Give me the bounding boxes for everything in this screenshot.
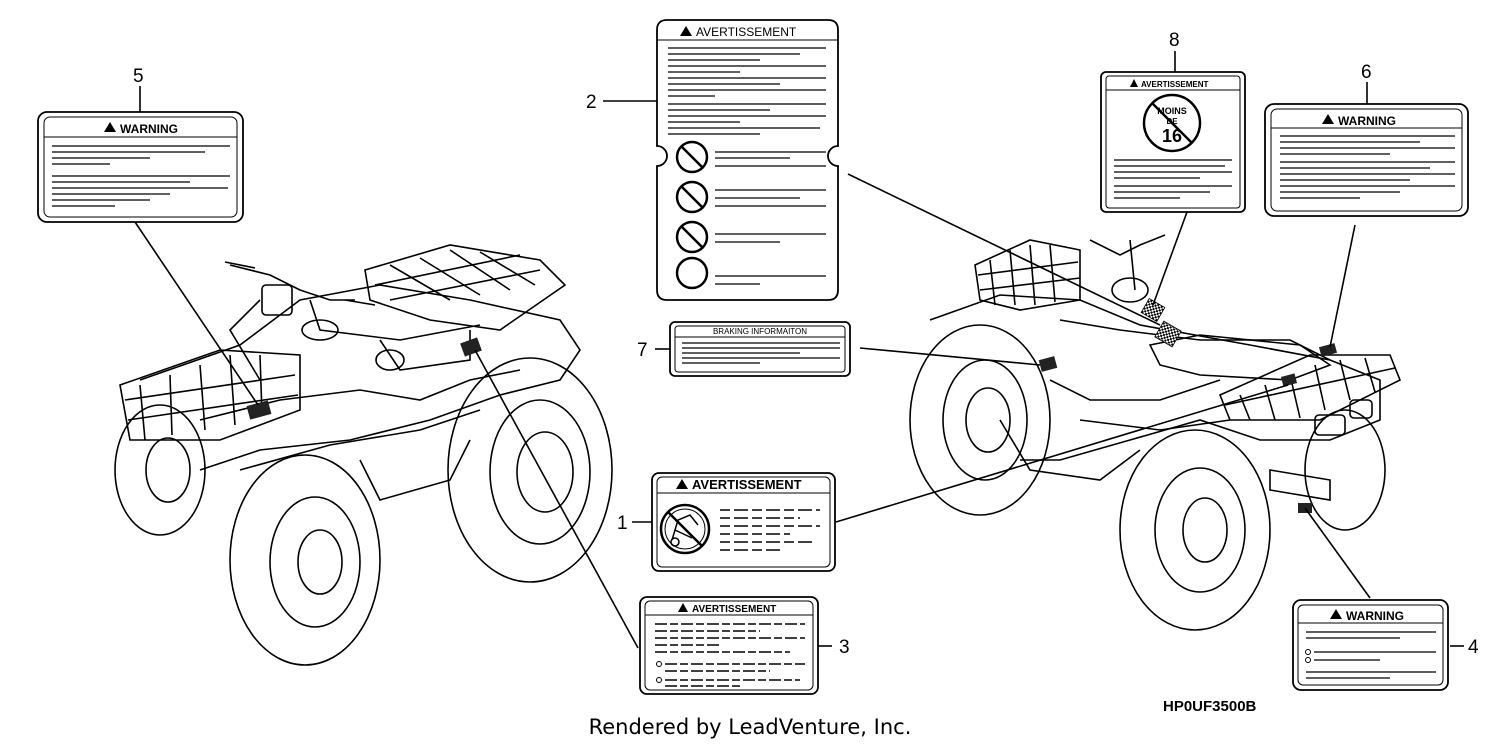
label-8-title: AVERTISSEMENT xyxy=(1141,80,1209,89)
decal-7-location xyxy=(1038,356,1058,372)
label-7-title: BRAKING INFORMAITON xyxy=(713,327,807,336)
svg-text:MOINS: MOINS xyxy=(1157,106,1187,116)
label-2-avertissement-decal[interactable]: AVERTISSEMENT xyxy=(656,19,839,301)
label-8-age-warning-decal[interactable]: AVERTISSEMENT MOINS DE 16 xyxy=(1100,71,1246,213)
warning-triangle-icon xyxy=(680,26,692,36)
warning-triangle-icon xyxy=(1130,79,1138,87)
decal-5-location xyxy=(246,400,272,420)
label-2-title: AVERTISSEMENT xyxy=(696,25,797,39)
label-1-number: 1 xyxy=(617,513,628,534)
label-6-title: WARNING xyxy=(1338,114,1396,128)
bullet-icon xyxy=(656,677,662,683)
label-8-number: 8 xyxy=(1169,30,1180,51)
warning-triangle-icon xyxy=(1322,114,1334,124)
decal-rear-location xyxy=(1280,373,1298,387)
label-2-number: 2 xyxy=(586,92,597,113)
label-3-number: 3 xyxy=(839,637,850,658)
label-1-title: AVERTISSEMENT xyxy=(692,477,802,492)
label-7-number: 7 xyxy=(637,340,648,361)
warning-triangle-icon xyxy=(678,603,688,612)
age-restriction-icon: MOINS DE 16 xyxy=(1142,93,1202,153)
label-3-avertissement-decal[interactable]: AVERTISSEMENT xyxy=(639,596,819,695)
circle-icon xyxy=(675,256,709,290)
decal-2-location xyxy=(1154,320,1182,348)
warning-triangle-icon xyxy=(1330,609,1342,619)
atv-rear-view xyxy=(909,234,1402,631)
prohibition-icon xyxy=(675,140,709,174)
warning-triangle-icon xyxy=(104,122,116,132)
label-5-number: 5 xyxy=(133,66,144,87)
label-5-title: WARNING xyxy=(120,122,178,136)
prohibition-icon xyxy=(675,220,709,254)
no-passenger-icon xyxy=(659,503,711,555)
label-3-title: AVERTISSEMENT xyxy=(692,604,776,615)
svg-text:DE: DE xyxy=(1166,117,1178,126)
label-4-warning-decal[interactable]: WARNING xyxy=(1292,599,1449,691)
decal-8-location xyxy=(1140,298,1166,322)
label-4-title: WARNING xyxy=(1346,609,1404,623)
bullet-icon xyxy=(1305,657,1311,663)
svg-text:16: 16 xyxy=(1162,126,1182,146)
label-4-number: 4 xyxy=(1468,637,1479,658)
footer-credit: Rendered by LeadVenture, Inc. xyxy=(588,715,912,739)
atv-front-view xyxy=(114,244,613,666)
label-5-warning-decal[interactable]: WARNING xyxy=(37,111,244,223)
bullet-icon xyxy=(1305,649,1311,655)
label-7-braking-information-decal[interactable]: BRAKING INFORMAITON xyxy=(669,321,851,377)
label-6-number: 6 xyxy=(1361,62,1372,83)
warning-triangle-icon xyxy=(676,479,688,489)
label-1-avertissement-decal[interactable]: AVERTISSEMENT xyxy=(651,472,836,572)
label-6-warning-decal[interactable]: WARNING xyxy=(1264,103,1469,217)
decal-3-location xyxy=(460,337,482,357)
bullet-icon xyxy=(656,661,662,667)
diagram-code: HP0UF3500B xyxy=(1163,698,1257,715)
decal-6-location xyxy=(1318,343,1338,357)
prohibition-icon xyxy=(675,180,709,214)
leader-lines xyxy=(134,51,1464,649)
